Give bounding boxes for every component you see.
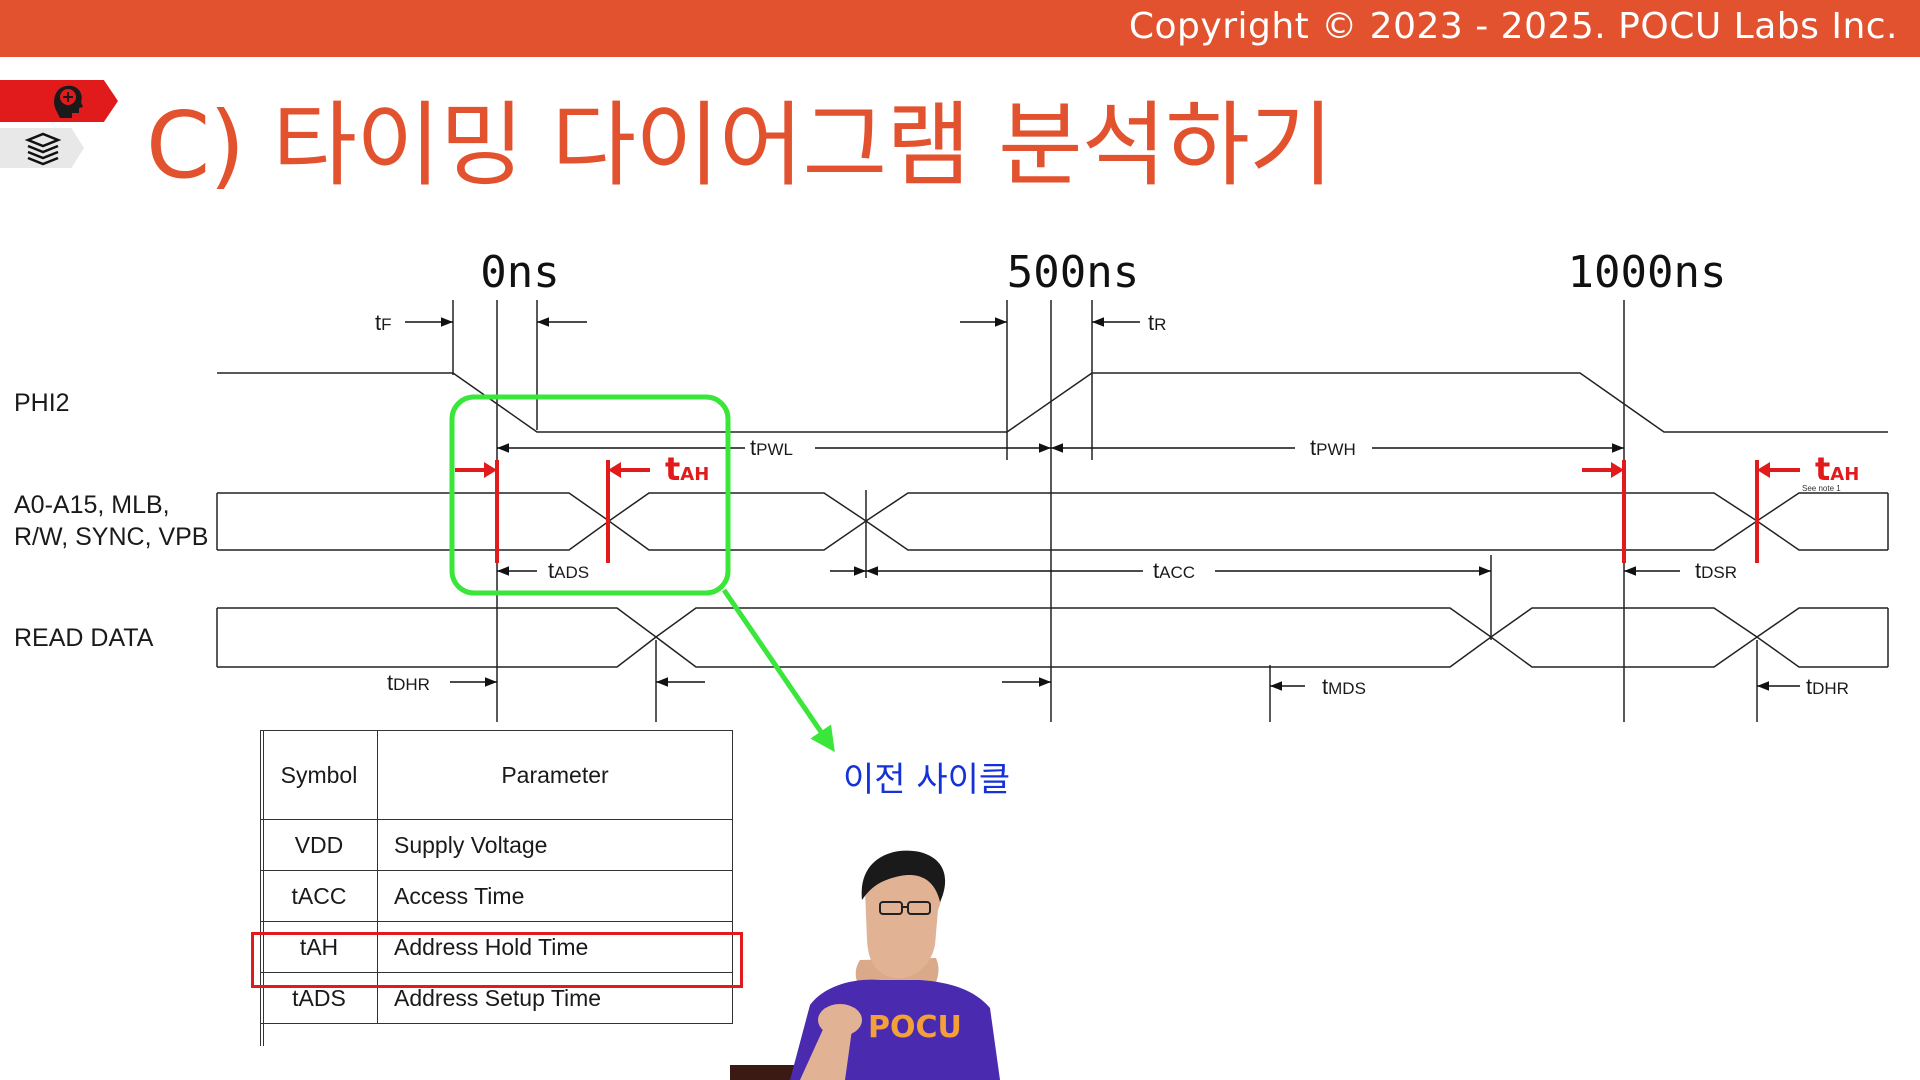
tah-highlight-right	[1582, 460, 1800, 563]
row-parameter: Address Setup Time	[377, 972, 733, 1024]
time-marker-500ns: 500ns	[1007, 247, 1139, 298]
timing-label-tpwl: tPWL	[750, 435, 793, 460]
timing-label-tr: tR	[1148, 310, 1166, 335]
parameter-table: Symbol Parameter VDD Supply Voltage tACC…	[260, 730, 733, 1024]
address-bus-waveform	[216, 492, 1889, 551]
table-row: tADS Address Setup Time	[260, 972, 733, 1024]
presenter-video: POCU	[730, 850, 1000, 1080]
table-row: VDD Supply Voltage	[260, 819, 733, 871]
timing-label-tmds: tMDS	[1322, 674, 1366, 699]
table-row-highlighted: tAH Address Hold Time	[260, 921, 733, 973]
signal-label-address-1: A0-A15, MLB,	[14, 491, 170, 519]
slide-title: C) 타이밍 다이어그램 분석하기	[146, 92, 1334, 199]
timing-label-tf: tF	[375, 310, 392, 335]
previous-cycle-callout-box	[449, 394, 731, 596]
row-parameter: Address Hold Time	[377, 921, 733, 973]
table-header-row: Symbol Parameter	[260, 730, 733, 820]
callout-arrow	[721, 588, 835, 753]
signal-label-phi2: PHI2	[14, 389, 70, 417]
row-symbol: tADS	[260, 972, 378, 1024]
timing-label-tdhr-left: tDHR	[387, 670, 430, 695]
previous-cycle-label: 이전 사이클	[843, 760, 1010, 800]
time-marker-0ns: 0ns	[480, 247, 559, 298]
timing-label-tdhr-right: tDHR	[1806, 674, 1849, 699]
time-marker-1000ns: 1000ns	[1568, 247, 1727, 298]
tah-highlight-left	[455, 460, 650, 563]
row-parameter: Supply Voltage	[377, 819, 733, 871]
row-symbol: VDD	[260, 819, 378, 871]
table-row: tACC Access Time	[260, 870, 733, 922]
header-bar: Copyright © 2023 - 2025. POCU Labs Inc.	[0, 0, 1920, 57]
reference-lines	[452, 300, 1758, 722]
tah-row-highlight	[251, 932, 743, 988]
see-note-text: See note 1	[1802, 484, 1841, 493]
copyright-text: Copyright © 2023 - 2025. POCU Labs Inc.	[1128, 6, 1898, 47]
timing-label-tdsr: tDSR	[1695, 558, 1737, 583]
row-symbol: tACC	[260, 870, 378, 922]
parameter-header: Parameter	[377, 730, 733, 820]
timing-label-tpwh: tPWH	[1310, 435, 1356, 460]
tah-label-left: tAH	[665, 450, 709, 488]
timing-label-tads: tADS	[548, 558, 589, 583]
book-stack-icon[interactable]	[24, 130, 62, 166]
presenter-shirt-text: POCU	[868, 1010, 962, 1045]
timing-label-tacc: tACC	[1153, 558, 1195, 583]
symbol-header: Symbol	[260, 730, 378, 820]
read-data-waveform	[216, 607, 1889, 668]
signal-label-read-data: READ DATA	[14, 624, 154, 652]
signal-label-address-2: R/W, SYNC, VPB	[14, 523, 208, 551]
brain-head-icon[interactable]	[48, 80, 88, 120]
phi2-waveform	[217, 372, 1888, 433]
row-parameter: Access Time	[377, 870, 733, 922]
tah-label-right: tAH	[1815, 450, 1859, 488]
row-symbol: tAH	[260, 921, 378, 973]
